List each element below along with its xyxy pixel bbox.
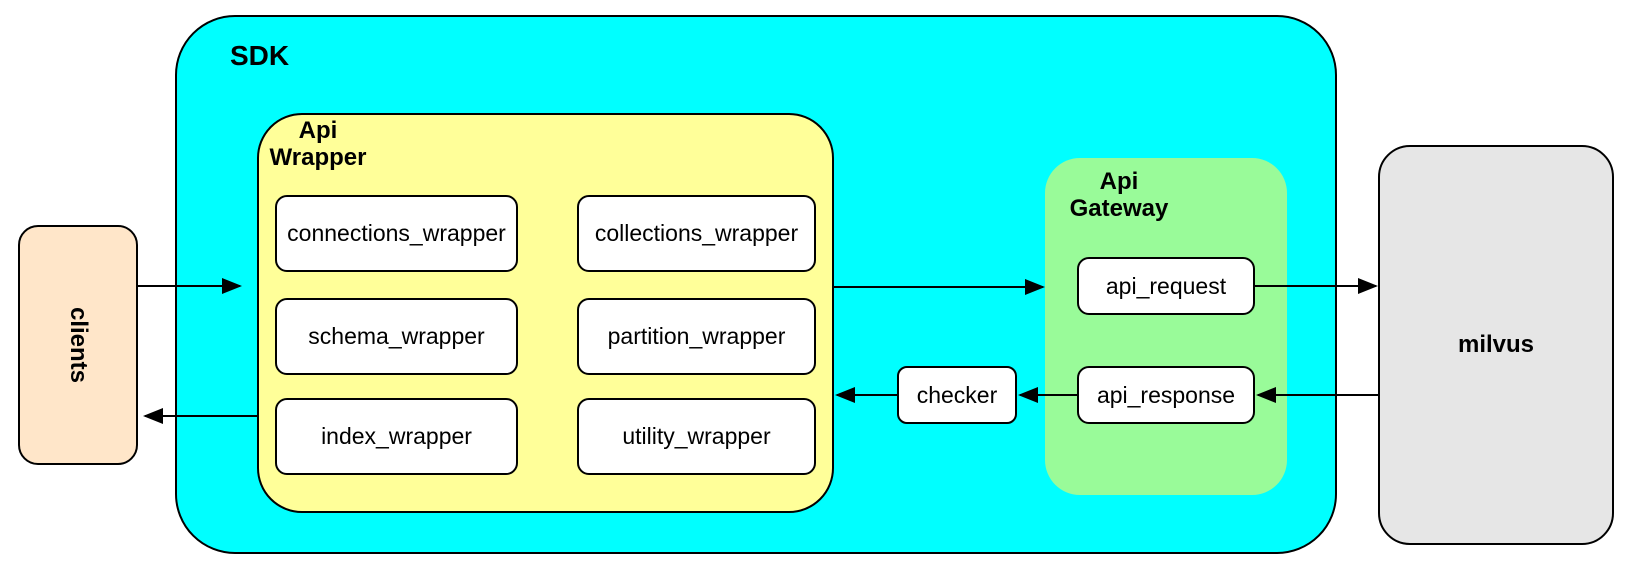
api-request-node: api_request: [1077, 257, 1255, 315]
index-wrapper-node: index_wrapper: [275, 398, 518, 475]
sdk-label: SDK: [230, 40, 290, 71]
api-gateway-label: Api Gateway: [1069, 168, 1169, 222]
api-wrapper-label: Api Wrapper: [269, 117, 367, 171]
api-gateway-container: [1045, 158, 1287, 495]
partition-wrapper-node: partition_wrapper: [577, 298, 816, 375]
clients-node: clients: [18, 225, 138, 465]
utility-wrapper-node: utility_wrapper: [577, 398, 816, 475]
connections-wrapper-node: connections_wrapper: [275, 195, 518, 272]
milvus-node: milvus: [1378, 145, 1614, 545]
checker-node: checker: [897, 366, 1017, 424]
clients-label: clients: [65, 306, 92, 384]
collections-wrapper-node: collections_wrapper: [577, 195, 816, 272]
api-response-node: api_response: [1077, 366, 1255, 424]
schema-wrapper-node: schema_wrapper: [275, 298, 518, 375]
